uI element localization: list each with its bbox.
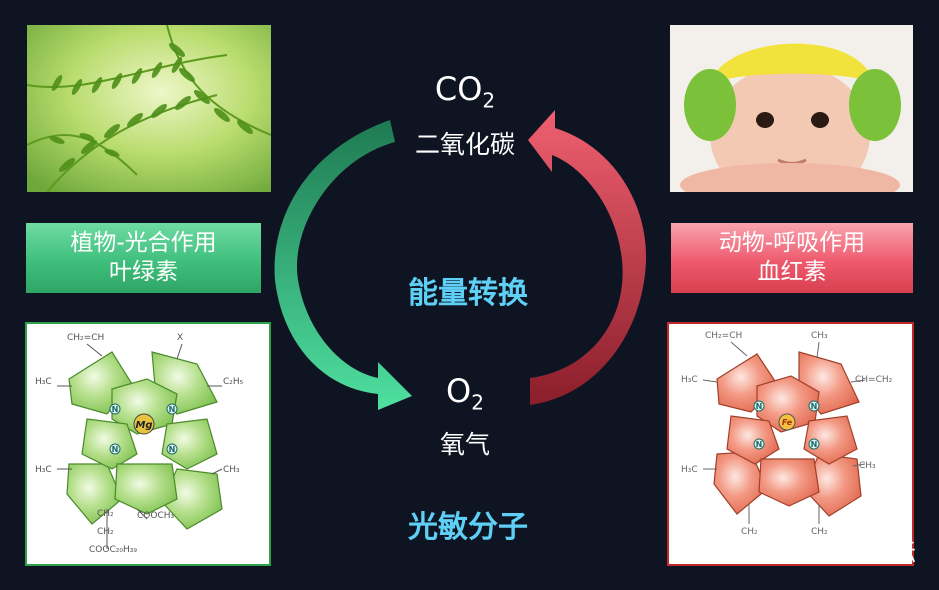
watermark-text: 格致论道讲坛: [772, 537, 916, 566]
wechat-icon: [733, 536, 767, 561]
heme-metal-label: Fe: [782, 418, 793, 427]
fern-photo: [27, 25, 271, 192]
o2-name: 氧气: [439, 430, 490, 459]
svg-text:CH₃: CH₃: [811, 331, 828, 341]
red-arrow-o2-to-co2: [528, 110, 647, 405]
svg-text:CH₃: CH₃: [223, 465, 240, 475]
chlorophyll-structure-diagram: Mg N N N N CH₂=CH X H₃C C₂H₅ H₃C CH₃ CH₂…: [25, 322, 271, 566]
svg-text:CH₂: CH₂: [97, 509, 114, 519]
svg-text:X: X: [177, 333, 183, 343]
svg-text:N: N: [811, 440, 818, 449]
co2-formula: CO2: [434, 70, 496, 113]
svg-text:COOCH₃: COOCH₃: [137, 511, 175, 521]
animal-label-line2: 血红素: [757, 259, 827, 285]
svg-text:N: N: [112, 445, 119, 454]
energy-conversion-text: 能量转换: [408, 276, 528, 311]
plant-label-line1: 植物-光合作用: [70, 230, 217, 256]
svg-text:COOC₂₀H₃₉: COOC₂₀H₃₉: [89, 545, 137, 555]
svg-text:H₃C: H₃C: [35, 377, 52, 387]
heme-structure-diagram: Fe N N N N CH₂=CH CH₃ H₃C CH=CH₂ H₃C CH₃…: [667, 322, 914, 566]
o2-formula: O2: [446, 372, 484, 415]
svg-text:N: N: [169, 405, 176, 414]
svg-text:C₂H₅: C₂H₅: [223, 377, 244, 387]
animal-label-line1: 动物-呼吸作用: [718, 230, 866, 256]
co2-name: 二氧化碳: [414, 130, 515, 159]
baby-photo: [670, 25, 913, 192]
svg-text:CH₂: CH₂: [97, 527, 114, 537]
svg-text:CH₃: CH₃: [859, 461, 876, 471]
svg-text:CH₂=CH: CH₂=CH: [705, 331, 742, 341]
svg-text:H₃C: H₃C: [681, 375, 698, 385]
svg-text:N: N: [756, 440, 763, 449]
svg-text:CH=CH₂: CH=CH₂: [855, 375, 893, 385]
svg-text:N: N: [169, 445, 176, 454]
green-arrow-co2-to-o2: [274, 120, 412, 410]
svg-text:N: N: [811, 402, 818, 411]
photosensitive-molecule-text: 光敏分子: [408, 510, 528, 545]
svg-text:N: N: [756, 402, 763, 411]
wechat-watermark: 格致论道讲坛: [732, 533, 916, 566]
svg-text:N: N: [112, 405, 119, 414]
chlorophyll-metal-label: Mg: [135, 420, 152, 431]
svg-text:CH₂: CH₂: [811, 527, 828, 537]
svg-text:CH₂=CH: CH₂=CH: [67, 333, 104, 343]
plant-photosynthesis-label: 植物-光合作用 叶绿素: [26, 223, 261, 293]
svg-text:CH₂: CH₂: [741, 527, 758, 537]
svg-text:H₃C: H₃C: [681, 465, 698, 475]
animal-respiration-label: 动物-呼吸作用 血红素: [671, 223, 913, 293]
svg-text:H₃C: H₃C: [35, 465, 52, 475]
plant-label-line2: 叶绿素: [109, 259, 178, 285]
